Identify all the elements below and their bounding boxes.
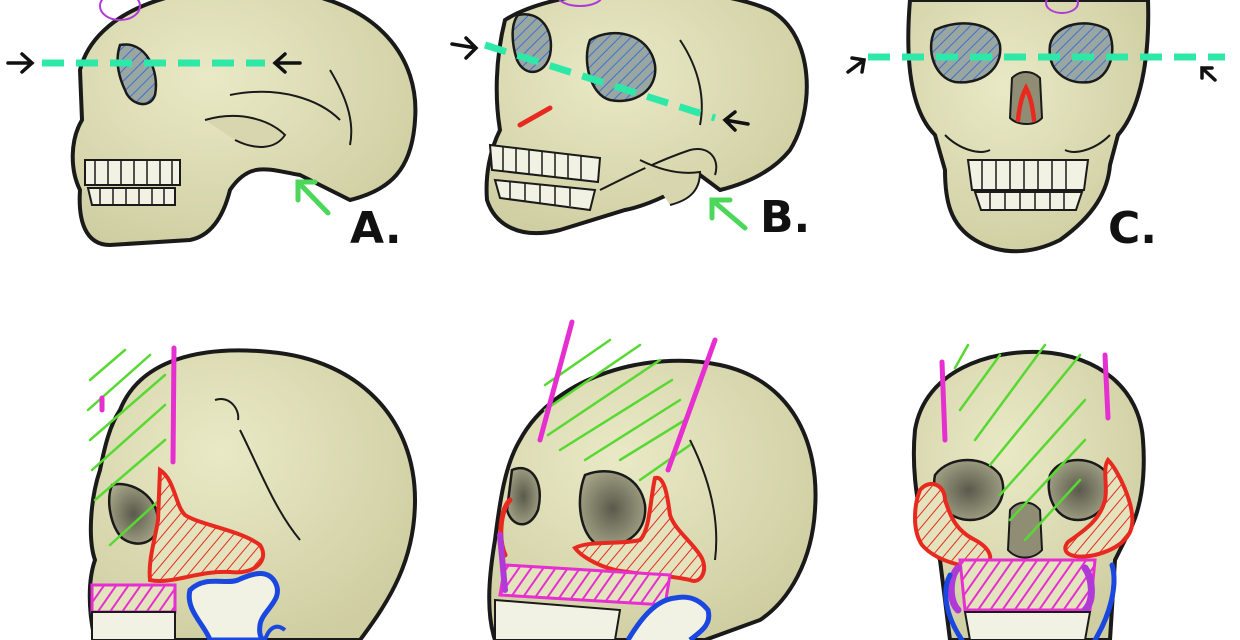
panel-d-forehead-hatch <box>86 348 167 547</box>
panel-b-left-arrow-icon <box>450 36 479 60</box>
panel-c-teeth <box>966 159 1090 211</box>
panel-c-front-skull: C. <box>846 0 1225 254</box>
panel-d-side-annotated-skull <box>86 345 418 640</box>
panel-c-left-arrow-icon <box>846 56 867 74</box>
panel-a-left-arrow-icon <box>6 52 35 74</box>
panel-a-right-arrow-icon <box>272 52 302 74</box>
panel-a-teeth <box>84 159 181 206</box>
panel-b-eye-level-line <box>483 41 717 122</box>
panel-c-right-arrow-icon <box>1200 66 1217 82</box>
panel-b-three-quarter-skull: B. <box>450 0 810 243</box>
panel-f-forehead-hatch <box>953 343 1087 542</box>
panel-a-side-skull: A. <box>6 0 418 254</box>
panel-b-teeth <box>488 143 602 212</box>
panel-b-label: B. <box>760 192 810 243</box>
panel-a-label: A. <box>350 203 402 254</box>
panel-e-three-quarter-annotated-skull <box>487 319 818 640</box>
panel-a-jaw-arrow-icon <box>295 179 331 216</box>
panel-f-front-annotated-skull <box>911 343 1146 640</box>
panel-b-right-arrow-icon <box>722 110 750 132</box>
panel-b-jaw-arrow-icon <box>709 197 748 231</box>
panel-c-label: C. <box>1108 203 1157 254</box>
